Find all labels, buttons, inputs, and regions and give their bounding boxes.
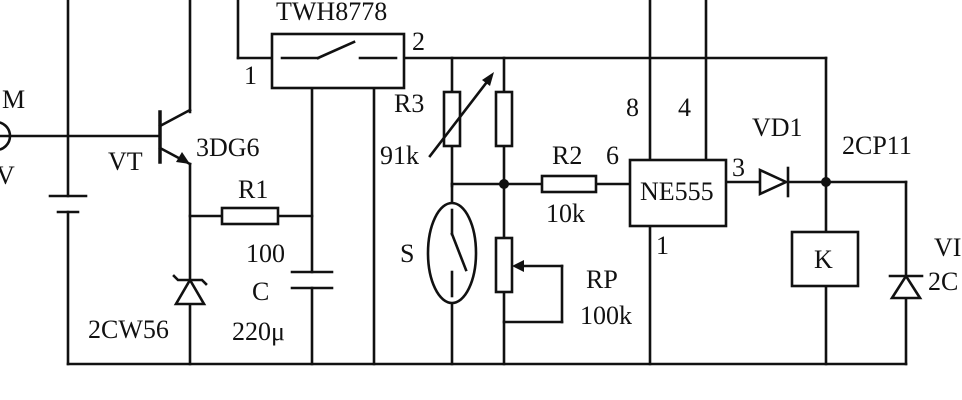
label-c: C: [252, 277, 269, 306]
wires: [0, 0, 908, 366]
label-twh-pin2: 2: [412, 27, 425, 56]
label-r2: R2: [552, 141, 582, 170]
ne555-chip: [628, 158, 728, 228]
label-rp: RP: [586, 265, 618, 294]
label-right-bottom: 2C: [928, 267, 958, 296]
label-r1: R1: [238, 175, 268, 204]
labels: TWH8778 1 2 M V VT 3DG6 R1 100 C 220μ 2C…: [0, 0, 961, 346]
label-rp-value: 100k: [580, 301, 632, 330]
relay-k: [790, 230, 860, 288]
label-m: M: [2, 85, 25, 114]
label-2cp11: 2CP11: [842, 131, 912, 160]
label-twh-pin1: 1: [244, 61, 257, 90]
battery-symbol: [48, 194, 88, 214]
label-pin6: 6: [606, 141, 619, 170]
resistor-r2: [540, 174, 598, 194]
resistor-vertical: [494, 90, 514, 148]
label-r1-value: 100: [246, 239, 285, 268]
zener-diode: [172, 274, 208, 306]
resistor-r1: [220, 206, 280, 226]
label-twh8778: TWH8778: [276, 0, 387, 26]
label-pin1: 1: [656, 231, 669, 260]
label-c-value: 220μ: [232, 317, 285, 346]
junction-dot: [499, 179, 509, 189]
label-r3-value: 91k: [380, 141, 419, 170]
lamp-partial: [0, 121, 12, 151]
label-relay-k: K: [814, 245, 833, 274]
switch-s: [426, 201, 478, 305]
label-vd1: VD1: [752, 113, 803, 142]
label-pin8: 8: [626, 93, 639, 122]
diode-right: [888, 273, 924, 300]
label-pin4: 4: [678, 93, 691, 122]
potentiometer-rp: [494, 236, 564, 294]
label-right-top: VI: [934, 233, 961, 262]
label-ne555: NE555: [640, 177, 714, 206]
transistor-vt: [158, 108, 192, 166]
capacitor-c: [290, 270, 334, 290]
label-vt-model: 3DG6: [196, 133, 260, 162]
label-v: V: [0, 161, 15, 190]
label-r3: R3: [394, 89, 424, 118]
twh8778-switch: [270, 32, 406, 90]
label-s: S: [400, 239, 414, 268]
diode-vd1: [758, 166, 790, 198]
label-pin3: 3: [732, 153, 745, 182]
label-r2-value: 10k: [546, 199, 585, 228]
variable-resistor-arrow: [428, 72, 494, 158]
label-zener: 2CW56: [88, 315, 169, 344]
label-vt: VT: [108, 147, 143, 176]
junction-dot: [821, 177, 831, 187]
